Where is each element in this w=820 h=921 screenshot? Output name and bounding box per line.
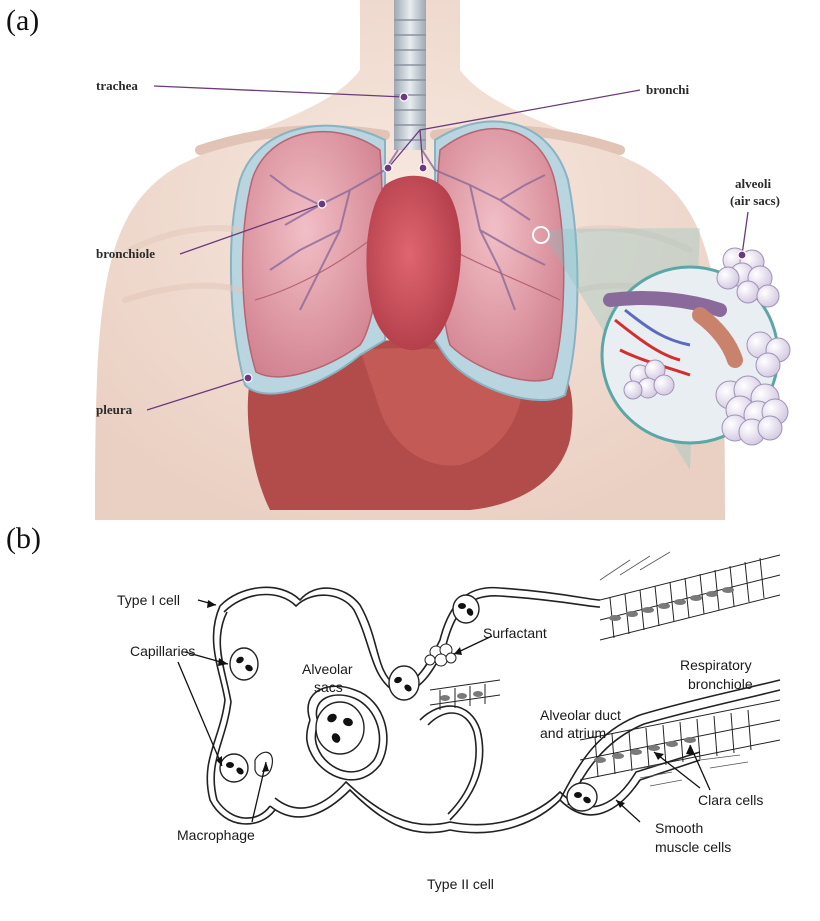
annotation-arrows	[178, 600, 710, 822]
label-type-ii-cell: Type II cell	[427, 876, 494, 892]
label-type-i-cell: Type I cell	[117, 592, 180, 608]
epithelium-cells	[430, 555, 780, 780]
label-smooth-1: Smooth	[655, 820, 703, 836]
arrowheads	[207, 600, 694, 808]
label-bronchiole: bronchiole	[96, 246, 155, 261]
lung-anatomy-illustration: trachea bronchi alveoli (air sacs) bronc…	[0, 0, 820, 521]
label-alveolar-sacs-2: sacs	[314, 679, 343, 695]
label-alveolar-duct-1: Alveolar duct	[540, 707, 621, 723]
macrophage-cell	[255, 752, 272, 776]
label-alveolar-duct-2: and atrium	[540, 725, 606, 741]
label-surfactant: Surfactant	[483, 625, 547, 641]
panel-b-letter: (b)	[6, 522, 41, 556]
trachea-tube	[394, 0, 426, 150]
surfactant-cluster	[425, 644, 456, 666]
label-capillaries: Capillaries	[130, 643, 195, 659]
label-bronchi: bronchi	[646, 82, 689, 97]
label-trachea: trachea	[96, 78, 138, 93]
label-smooth-2: muscle cells	[655, 839, 731, 855]
right-lung	[243, 132, 382, 377]
smooth-muscle	[600, 552, 748, 786]
label-air-sacs: (air sacs)	[730, 193, 780, 208]
red-blood-cells	[226, 603, 592, 805]
label-respiratory-1: Respiratory	[680, 657, 752, 673]
label-respiratory-2: bronchiole	[688, 676, 753, 692]
alveolar-walls	[207, 587, 780, 832]
label-clara-cells: Clara cells	[698, 792, 763, 808]
label-macrophage: Macrophage	[177, 827, 255, 843]
capillaries	[220, 595, 597, 811]
label-alveolar-sacs-1: Alveolar	[302, 661, 353, 677]
label-alveoli: alveoli	[735, 176, 771, 191]
nuclei	[440, 587, 734, 763]
label-pleura: pleura	[96, 402, 133, 417]
